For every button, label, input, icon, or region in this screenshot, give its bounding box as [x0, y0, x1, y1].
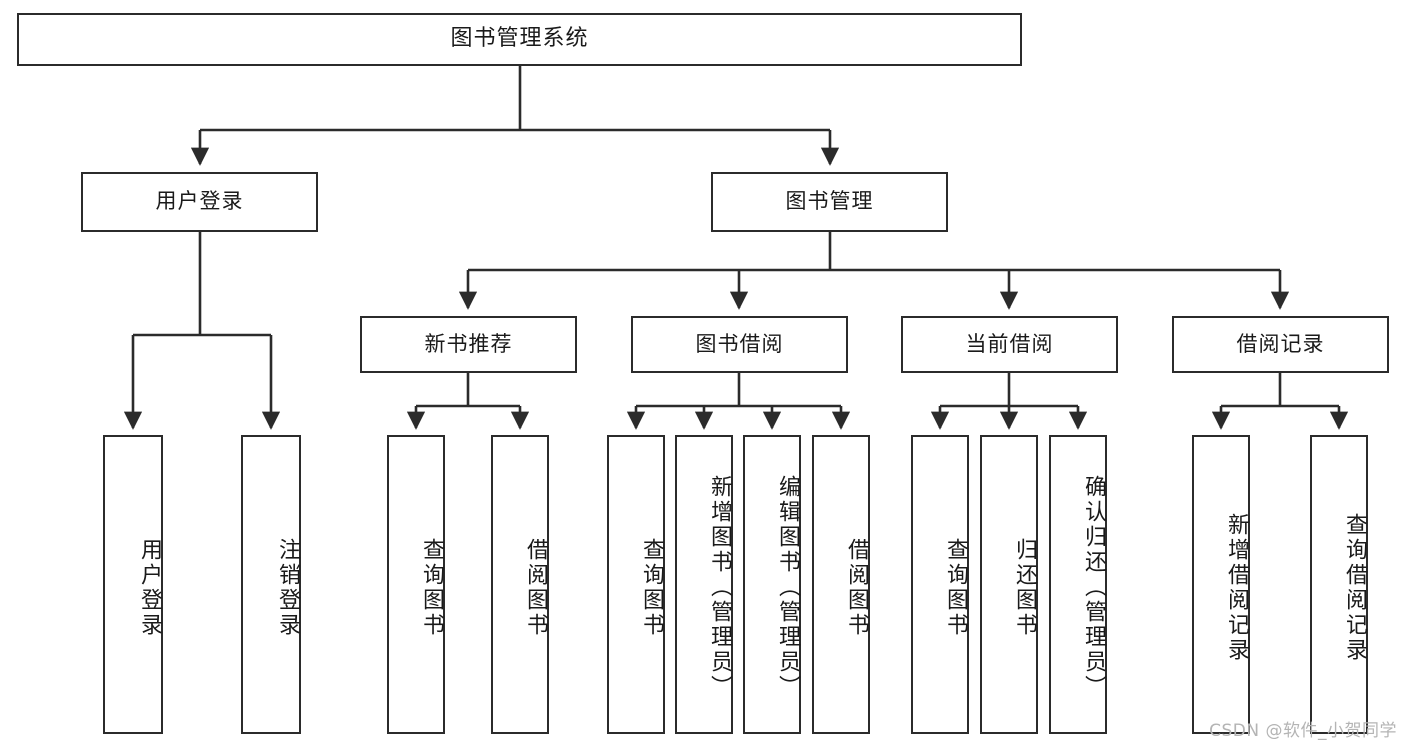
leaf-return-book[interactable]: 归还图书 [980, 435, 1038, 734]
leaf-edit-book-admin[interactable]: 编辑图书（管理员） [743, 435, 801, 734]
leaf-add-book-admin[interactable]: 新增图书（管理员） [675, 435, 733, 734]
node-book-borrow-label: 图书借阅 [695, 331, 784, 356]
leaf-add-book-admin-label: 新增图书（管理员） [707, 475, 732, 700]
node-new-book-recommend-label: 新书推荐 [424, 331, 513, 356]
node-user-login-label: 用户登录 [155, 189, 244, 214]
leaf-user-login-label: 用户登录 [137, 537, 162, 638]
leaf-query-borrow-record-label: 查询借阅记录 [1342, 512, 1367, 663]
leaf-borrow-book-newbook-label: 借阅图书 [523, 537, 548, 638]
leaf-logout-label: 注销登录 [275, 537, 300, 638]
leaf-query-book-borrow[interactable]: 查询图书 [607, 435, 665, 734]
leaf-borrow-book-label: 借阅图书 [844, 537, 869, 638]
leaf-return-book-label: 归还图书 [1012, 537, 1037, 638]
leaf-query-borrow-record[interactable]: 查询借阅记录 [1310, 435, 1368, 734]
node-book-borrow[interactable]: 图书借阅 [631, 316, 848, 373]
leaf-borrow-book-newbook[interactable]: 借阅图书 [491, 435, 549, 734]
node-root[interactable]: 图书管理系统 [17, 13, 1022, 66]
leaf-add-borrow-record[interactable]: 新增借阅记录 [1192, 435, 1250, 734]
leaf-query-book-borrow-label: 查询图书 [639, 537, 664, 638]
node-current-borrow[interactable]: 当前借阅 [901, 316, 1118, 373]
leaf-query-book-current[interactable]: 查询图书 [911, 435, 969, 734]
leaf-query-book-newbook-label: 查询图书 [419, 537, 444, 638]
node-user-login[interactable]: 用户登录 [81, 172, 318, 232]
node-current-borrow-label: 当前借阅 [965, 331, 1054, 356]
leaf-add-borrow-record-label: 新增借阅记录 [1224, 512, 1249, 663]
leaf-user-login[interactable]: 用户登录 [103, 435, 163, 734]
leaf-confirm-return-admin[interactable]: 确认归还（管理员） [1049, 435, 1107, 734]
node-book-management-label: 图书管理 [785, 189, 874, 214]
leaf-logout[interactable]: 注销登录 [241, 435, 301, 734]
node-borrow-records[interactable]: 借阅记录 [1172, 316, 1389, 373]
leaf-query-book-newbook[interactable]: 查询图书 [387, 435, 445, 734]
node-root-label: 图书管理系统 [450, 26, 589, 52]
leaf-query-book-current-label: 查询图书 [943, 537, 968, 638]
node-book-management[interactable]: 图书管理 [711, 172, 948, 232]
leaf-confirm-return-admin-label: 确认归还（管理员） [1081, 475, 1106, 700]
node-new-book-recommend[interactable]: 新书推荐 [360, 316, 577, 373]
node-borrow-records-label: 借阅记录 [1236, 331, 1325, 356]
csdn-watermark: CSDN @软件_小贺同学 [1209, 721, 1397, 741]
leaf-edit-book-admin-label: 编辑图书（管理员） [775, 475, 800, 700]
leaf-borrow-book[interactable]: 借阅图书 [812, 435, 870, 734]
